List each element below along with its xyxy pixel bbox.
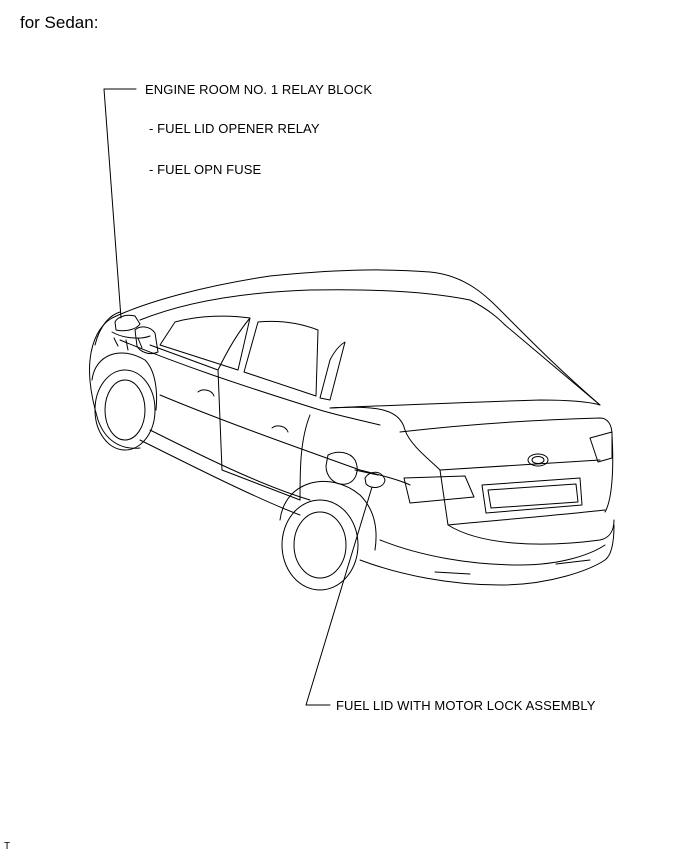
diagram-heading: for Sedan: xyxy=(20,13,99,32)
fuel-opn-fuse-label: - FUEL OPN FUSE xyxy=(149,162,262,177)
fuel-lid-leader-line xyxy=(305,486,373,706)
relay-block-leader-line xyxy=(103,88,137,319)
corner-mark: T xyxy=(4,841,11,852)
relay-block-component xyxy=(111,314,151,351)
fuel-lid-motor-lock-label: FUEL LID WITH MOTOR LOCK ASSEMBLY xyxy=(336,698,596,713)
fuel-lid-opener-relay-label: - FUEL LID OPENER RELAY xyxy=(149,121,320,136)
relay-block-label: ENGINE ROOM NO. 1 RELAY BLOCK xyxy=(145,82,373,97)
car-body xyxy=(89,269,615,591)
